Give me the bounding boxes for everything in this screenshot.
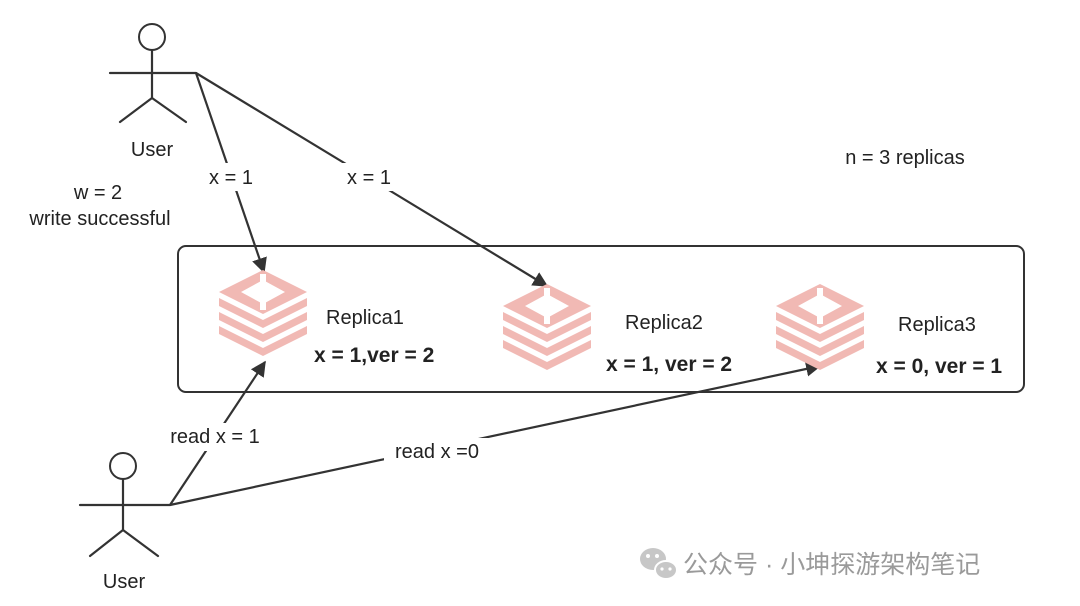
write-edge-replica1-label: x = 1 <box>209 167 253 189</box>
user-bottom-figure <box>78 452 172 558</box>
replica1-name: Replica1 <box>326 307 404 329</box>
watermark-text: 公众号 · 小坤探游架构笔记 <box>683 551 980 579</box>
write-quorum-note: w = 2 <box>73 182 122 204</box>
user-top-figure <box>108 23 198 124</box>
replica2-database-icon <box>503 284 591 370</box>
replica1-state: x = 1,ver = 2 <box>314 344 434 367</box>
user-bottom-label: User <box>103 571 146 593</box>
write-success-note: write successful <box>28 208 170 230</box>
replica2-name: Replica2 <box>625 312 703 334</box>
replica-group-box <box>177 245 1025 393</box>
write-edge-replica2-label: x = 1 <box>347 167 391 189</box>
wechat-icon <box>640 548 678 580</box>
replica1-database-icon <box>219 270 307 356</box>
user-bottom-head <box>109 452 137 480</box>
replica-count-note: n = 3 replicas <box>845 147 965 169</box>
read-edge-replica1-label: read x = 1 <box>170 426 260 448</box>
replica3-name: Replica3 <box>898 314 976 336</box>
replica3-state: x = 0, ver = 1 <box>876 355 1002 378</box>
replica3-database-icon <box>776 284 864 370</box>
replica2-state: x = 1, ver = 2 <box>606 353 732 376</box>
user-top-head <box>138 23 166 51</box>
user-top-label: User <box>131 139 174 161</box>
read-edge-replica3-label: read x =0 <box>395 441 479 463</box>
read-edge-replica3 <box>169 361 822 507</box>
